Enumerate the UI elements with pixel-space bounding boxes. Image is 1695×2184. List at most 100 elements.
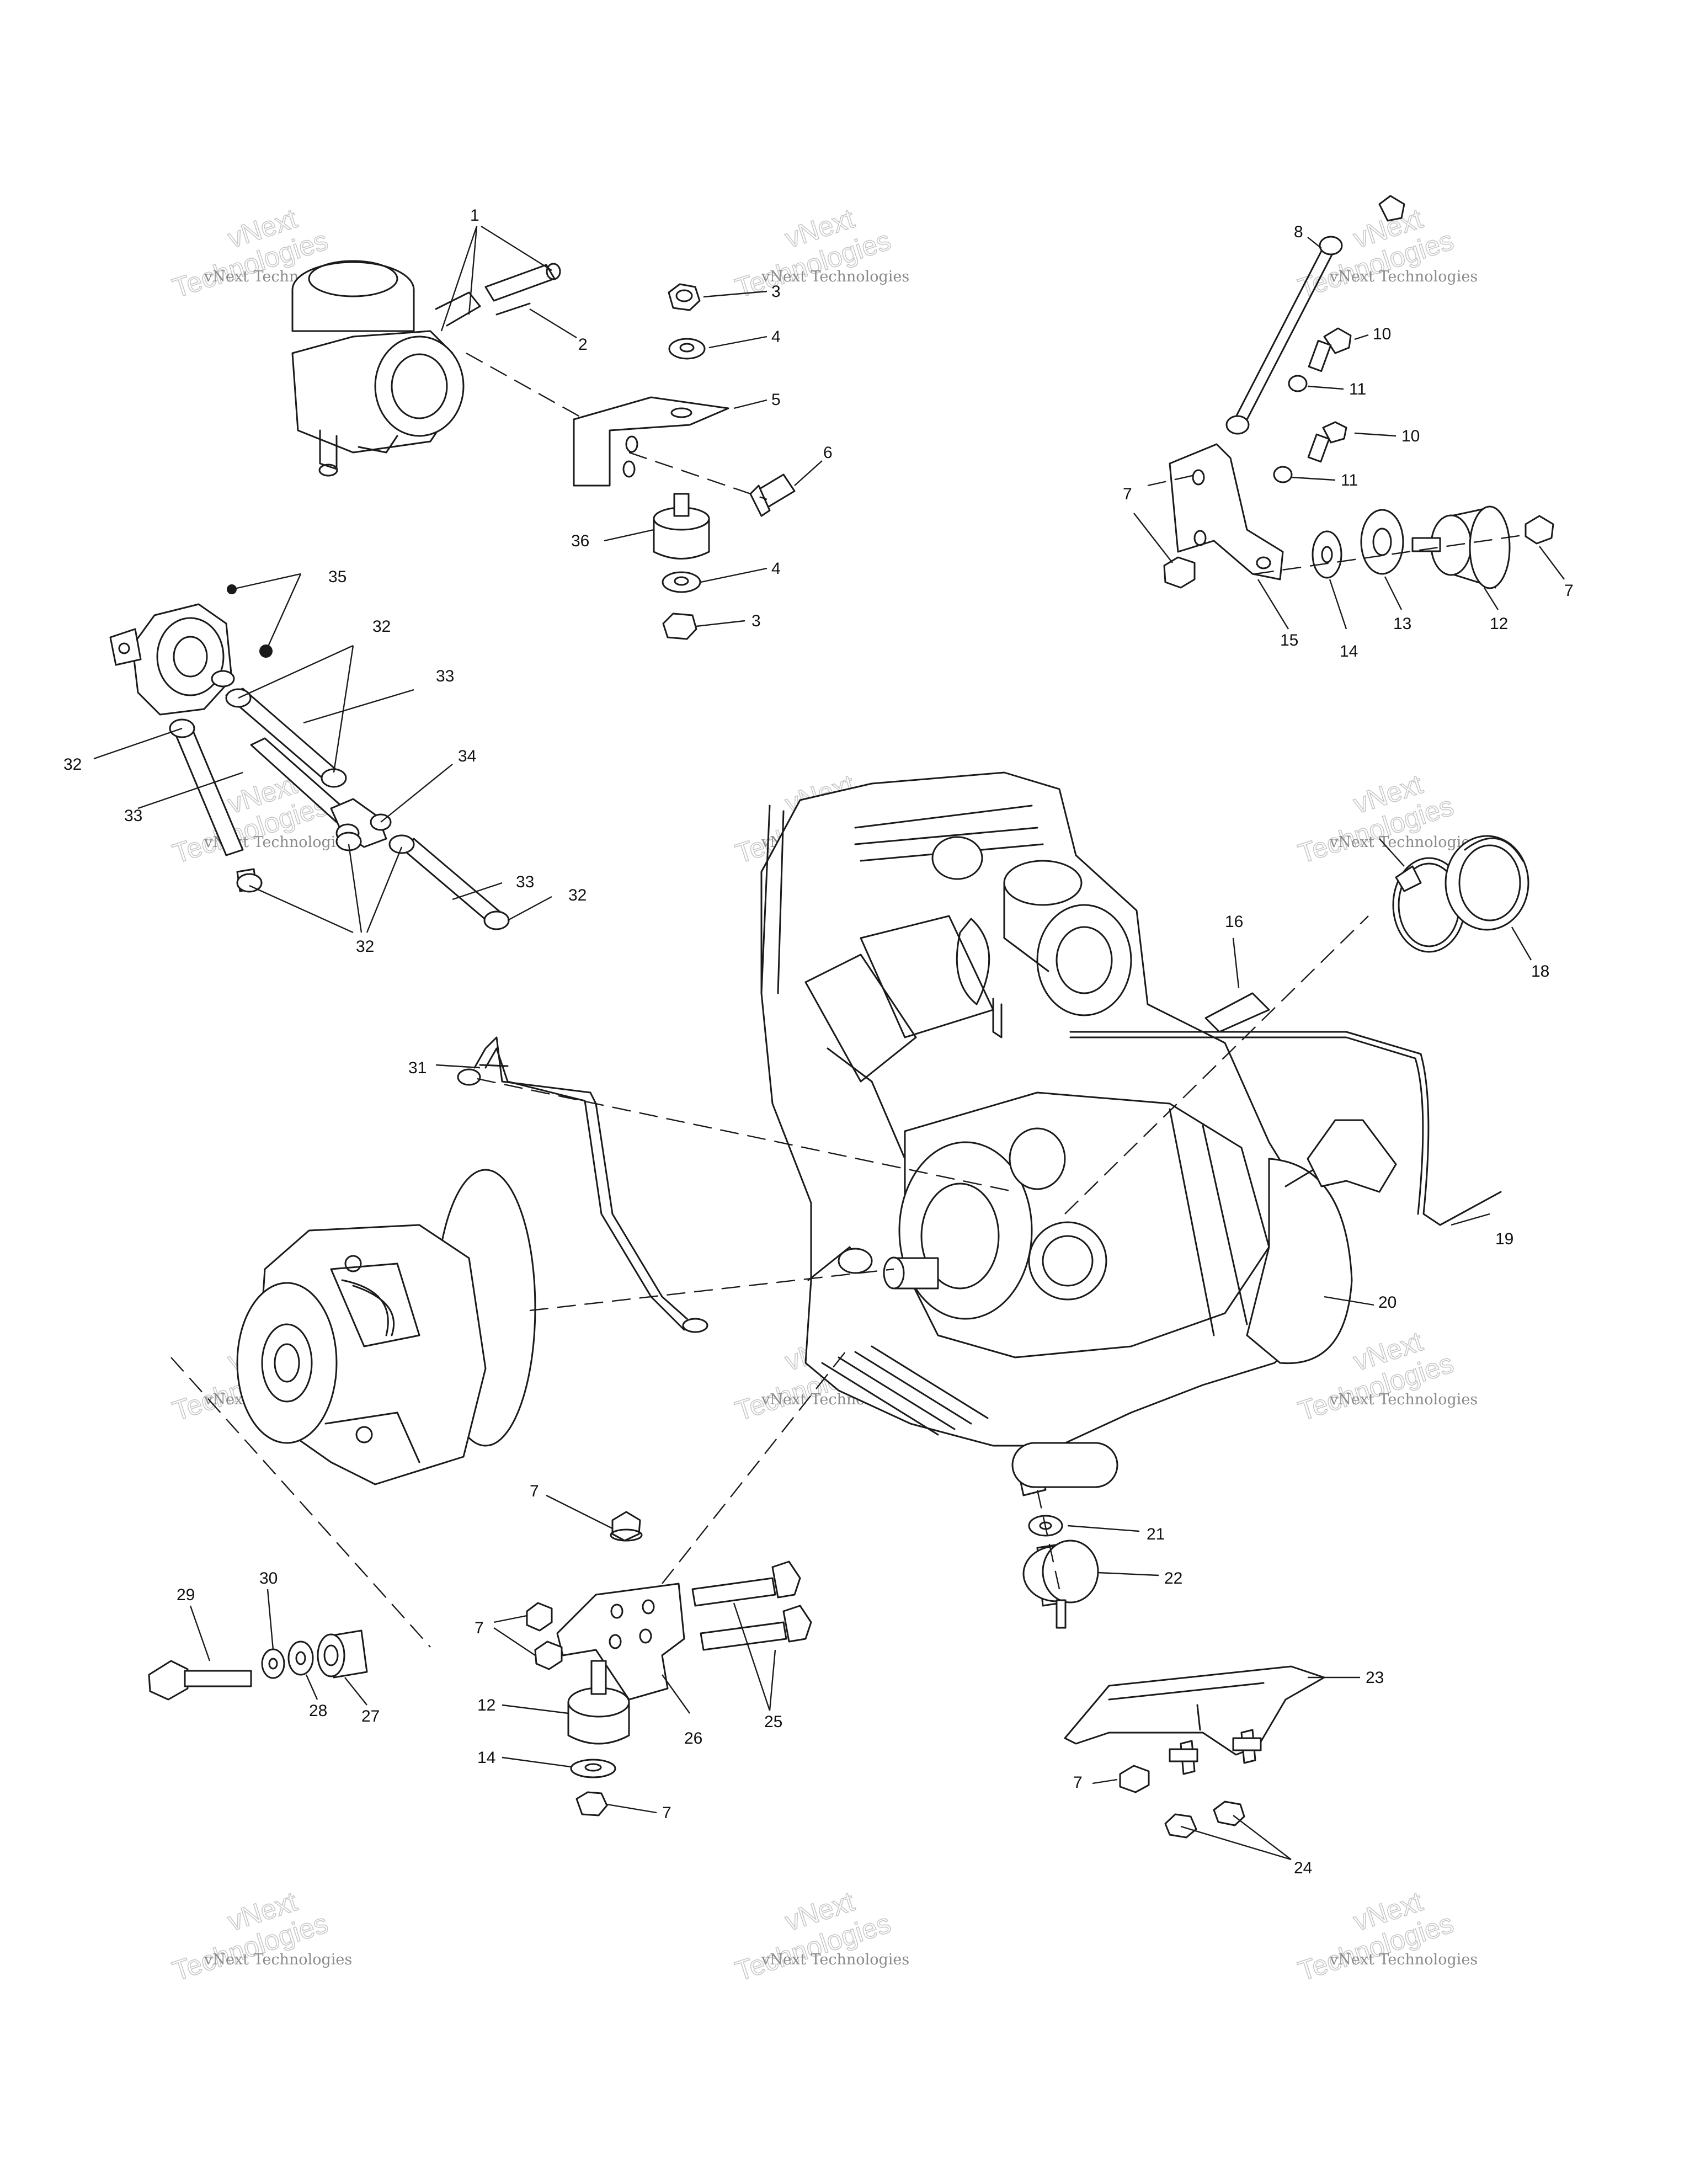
callout-28: 28 [309, 1702, 327, 1720]
svg-text:vNext Technologies: vNext Technologies [1329, 1951, 1478, 1968]
callout-15: 15 [1280, 631, 1298, 649]
callout-33-top: 33 [436, 667, 454, 685]
callout-29: 29 [177, 1586, 195, 1604]
callout-36: 36 [571, 532, 589, 550]
washer-lower [662, 571, 701, 593]
callout-7-skid: 7 [1073, 1773, 1083, 1792]
callout-5: 5 [771, 391, 781, 409]
nut-top [668, 283, 701, 311]
callout-33-right: 33 [516, 873, 534, 891]
engine-mount-bracket-26 [556, 1583, 685, 1701]
callout-25: 25 [764, 1713, 782, 1731]
callout-8: 8 [1294, 223, 1303, 241]
nut-7-bracket [1163, 556, 1196, 589]
bolt-10-lower [1307, 421, 1347, 463]
watermark-bottom-right: vNext Technologies vNext Technologies [1294, 1885, 1478, 1987]
carburetor-assembly [291, 260, 561, 477]
drive-clutch [236, 1169, 536, 1485]
bolt-10-upper [1308, 327, 1352, 372]
washer-11-lower [1273, 466, 1293, 483]
callout-1: 1 [470, 206, 479, 225]
callout-34: 34 [458, 747, 476, 765]
callout-2: 2 [578, 335, 588, 354]
svg-text:vNext Technologies: vNext Technologies [1329, 1391, 1478, 1408]
svg-text:vNext Technologies: vNext Technologies [204, 1951, 352, 1968]
svg-text:vNext Technologies: vNext Technologies [1329, 268, 1478, 285]
nut-7-bracket-23 [1119, 1765, 1150, 1793]
callout-16: 16 [1225, 913, 1243, 931]
watermark-bottom-left: vNext Technologies vNext Technologies [168, 1885, 352, 1987]
callout-leaders [93, 225, 1565, 1861]
callout-30: 30 [259, 1569, 278, 1588]
throttle-rod-8 [1225, 195, 1405, 435]
washer-14-upper [1312, 530, 1342, 579]
rubber-mount-36 [653, 493, 710, 560]
flange-nut-7-center [610, 1511, 643, 1542]
washer-14-lower [570, 1759, 616, 1778]
spacer-27 [317, 1629, 368, 1679]
callout-7-mount: 7 [475, 1619, 484, 1637]
mount-spacer-under-engine [1011, 1442, 1118, 1496]
rubber-mount-12-upper [1411, 505, 1511, 589]
nuts-7-mount [526, 1602, 563, 1670]
flange-nuts-24 [1164, 1801, 1245, 1839]
callout-21: 21 [1147, 1525, 1165, 1543]
callout-32-bottom: 32 [356, 937, 374, 956]
bolt-29 [148, 1660, 252, 1701]
callout-14-upper: 14 [1340, 642, 1358, 660]
washer-28 [287, 1640, 314, 1676]
mount-bracket-23 [1064, 1665, 1325, 1756]
callout-31: 31 [408, 1059, 427, 1077]
callout-10-lower: 10 [1401, 427, 1420, 445]
nut-7-right [1525, 515, 1554, 545]
callout-10-upper: 10 [1373, 325, 1391, 343]
callout-7-right: 7 [1564, 582, 1574, 600]
fuel-hose-33-right [399, 838, 506, 925]
washer-11-upper [1288, 375, 1308, 392]
callout-7-center: 7 [530, 1482, 539, 1500]
callout-4-upper: 4 [771, 328, 781, 346]
callout-12-lower: 12 [477, 1696, 495, 1714]
bolt-6 [749, 473, 796, 517]
nut-lower [662, 612, 697, 640]
callout-20: 20 [1378, 1293, 1396, 1312]
watermark-mid-right: vNext Technologies vNext Technologies [1294, 768, 1478, 870]
callout-11-lower: 11 [1341, 471, 1358, 489]
callout-32-left: 32 [63, 755, 82, 774]
callout-32-right: 32 [568, 886, 587, 904]
callout-3-lower: 3 [751, 612, 761, 630]
callout-23: 23 [1366, 1669, 1384, 1687]
callout-14-lower: 14 [477, 1749, 495, 1767]
svg-text:vNext Technologies: vNext Technologies [761, 1951, 909, 1968]
watermark-bottom-center: vNext Technologies vNext Technologies [731, 1885, 909, 1987]
watermark-top-center: vNext Technologies vNext Technologies [731, 203, 909, 304]
throttle-bracket-15 [1169, 443, 1284, 580]
bolts-25 [691, 1560, 812, 1651]
engine-block [760, 771, 1397, 1447]
callout-22: 22 [1164, 1569, 1182, 1588]
callout-33-left: 33 [124, 807, 142, 825]
callout-27: 27 [361, 1707, 380, 1725]
flange-nut-7-lower [575, 1791, 608, 1817]
callout-labels: 1 2 3 4 5 6 36 4 3 8 10 11 10 11 7 7 15 … [63, 206, 1574, 1877]
svg-text:vNext Technologies: vNext Technologies [1329, 834, 1478, 851]
decal-16 [1204, 992, 1270, 1033]
choke-cable-19 [1069, 1031, 1502, 1226]
rubber-mount-12-lower [567, 1660, 630, 1745]
callout-35: 35 [328, 568, 347, 586]
callout-4-lower: 4 [771, 560, 781, 578]
callout-7-bracket: 7 [1123, 485, 1132, 503]
callout-32-top: 32 [372, 617, 391, 636]
spacer-13 [1360, 509, 1404, 575]
callout-18: 18 [1531, 962, 1549, 981]
washer-30 [261, 1648, 285, 1679]
callout-26: 26 [684, 1729, 702, 1748]
rubber-mount-22 [1022, 1540, 1099, 1629]
callout-7-lower: 7 [662, 1804, 671, 1822]
assembly-center-lines [170, 352, 1523, 1648]
callout-3-upper: 3 [771, 283, 781, 301]
callout-6: 6 [823, 444, 833, 462]
carb-mount-bracket [573, 396, 729, 487]
intake-boot-18 [1445, 835, 1529, 931]
